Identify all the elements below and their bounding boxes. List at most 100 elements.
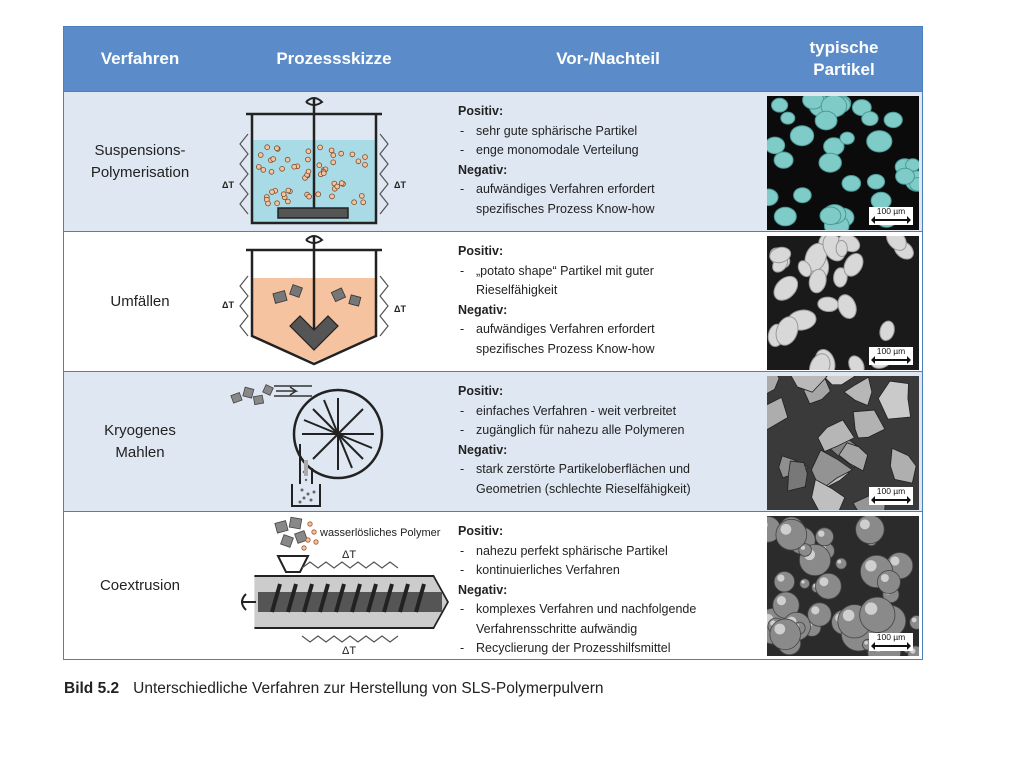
particle (843, 253, 864, 277)
particle (895, 167, 915, 185)
particle-highlight (864, 602, 878, 615)
water-soluble-polymer-beads (301, 521, 319, 551)
particle-photo-ground: 100 µm (767, 376, 919, 510)
particle (773, 571, 795, 593)
rotation-arrow-icon (305, 97, 324, 106)
particle-highlight (777, 574, 785, 582)
particle (835, 557, 848, 570)
particle (877, 380, 912, 420)
particle (780, 111, 796, 125)
header-vor-nachteil: Vor-/Nachteil (556, 49, 660, 68)
particle (808, 353, 831, 370)
particle (775, 518, 808, 551)
particle (905, 158, 919, 172)
droplet (362, 162, 368, 168)
droplet (306, 193, 312, 200)
mill-rotor (302, 398, 374, 470)
positive-item: „potato shape“ Partikel mit guter (458, 262, 758, 282)
particle (838, 442, 869, 472)
scale-label: 100 µm (876, 486, 906, 496)
particle-highlight (776, 596, 786, 606)
droplet (330, 159, 336, 166)
droplet (270, 156, 276, 162)
heater-right (379, 275, 389, 337)
delta-t-left: ΔT (222, 180, 234, 190)
positive-item: kontinuierliches Verfahren (458, 561, 758, 581)
particle (767, 376, 780, 394)
droplet (359, 193, 365, 199)
extruder-diagram: wasserlösliches Polymer ΔT ΔT (241, 516, 449, 657)
negative-item: stark zerstörte Partikeloberflächen und (458, 460, 758, 480)
particle (773, 275, 799, 301)
heater-right (379, 133, 389, 215)
scale-label: 100 µm (876, 346, 906, 356)
pros-cons: Positiv: nahezu perfekt sphärische Parti… (458, 522, 758, 659)
droplet (265, 200, 271, 207)
negative-heading: Negativ: (458, 442, 508, 457)
feed-hopper (276, 555, 310, 573)
positive-heading: Positiv: (458, 524, 504, 538)
particle (855, 516, 885, 544)
droplet (334, 183, 340, 190)
particle-highlight (811, 606, 820, 615)
particle (877, 570, 901, 594)
particle (833, 267, 848, 288)
droplet (317, 144, 323, 151)
particle-highlight (837, 559, 842, 564)
scale-label: 100 µm (876, 206, 906, 216)
particle (859, 596, 896, 633)
particle-highlight (767, 522, 768, 528)
negative-item-continued: Geometrien (schlechte Rieselfähigkeit) (476, 481, 691, 496)
process-name: Kryogenes Mahlen (64, 372, 216, 511)
particle (815, 572, 842, 600)
delta-t-top: ΔT (342, 549, 356, 561)
particle (773, 151, 794, 169)
droplet (328, 147, 335, 154)
header-prozessskizze: Prozessskizze (276, 49, 392, 68)
positive-heading: Positiv: (458, 104, 504, 118)
droplet (305, 156, 311, 163)
delta-t-right: ΔT (394, 304, 406, 314)
scale-bar: 100 µm (869, 347, 913, 365)
particle-photo-coextrusion: 100 µm (767, 516, 919, 656)
process-sketch-suspension: ΔT ΔT (216, 92, 452, 231)
droplet (362, 154, 368, 160)
caption-label: Bild 5.2 (64, 680, 120, 697)
positive-item: enge monomodale Verteilung (458, 141, 758, 161)
positive-item: nahezu perfekt sphärische Partikel (458, 542, 758, 562)
reactor-precipitation-diagram: ΔT ΔT (222, 235, 406, 366)
negative-heading: Negativ: (458, 302, 508, 317)
process-name: Coextrusion (99, 576, 181, 594)
heater-left (239, 275, 249, 337)
particle (839, 131, 855, 145)
particle (814, 110, 838, 131)
particle (837, 294, 857, 319)
particle (799, 578, 810, 589)
particle (851, 99, 872, 117)
negative-item-continued: spezifisches Prozess Know-how (476, 201, 655, 216)
negative-item: aufwändiges Verfahren erfordert (458, 180, 758, 200)
v-stirrer-blade (289, 315, 339, 351)
header-typische-partikel-text: typische Partikel (809, 38, 879, 79)
process-name: Suspensions- Polymerisation (64, 92, 216, 231)
negative-item: aufwändiges Verfahren erfordert (458, 320, 758, 340)
process-sketch-grinding (216, 372, 452, 511)
stirrer-blade (277, 207, 349, 219)
positive-heading: Positiv: (458, 244, 504, 258)
delta-t-right: ΔT (394, 180, 406, 190)
particle (810, 449, 854, 491)
particle-highlight (800, 545, 806, 550)
droplet (305, 148, 312, 154)
particle-highlight (859, 519, 870, 530)
feed-chute (274, 385, 312, 397)
negative-item: komplexes Verfahren und nachfolgende (458, 600, 758, 620)
particle-image (767, 236, 919, 370)
droplet (338, 180, 345, 186)
particle (771, 97, 789, 113)
particle (866, 130, 893, 153)
mill-diagram (230, 384, 384, 507)
droplet (329, 193, 335, 200)
particle-highlight (801, 580, 805, 584)
outlet-chute (299, 444, 313, 484)
